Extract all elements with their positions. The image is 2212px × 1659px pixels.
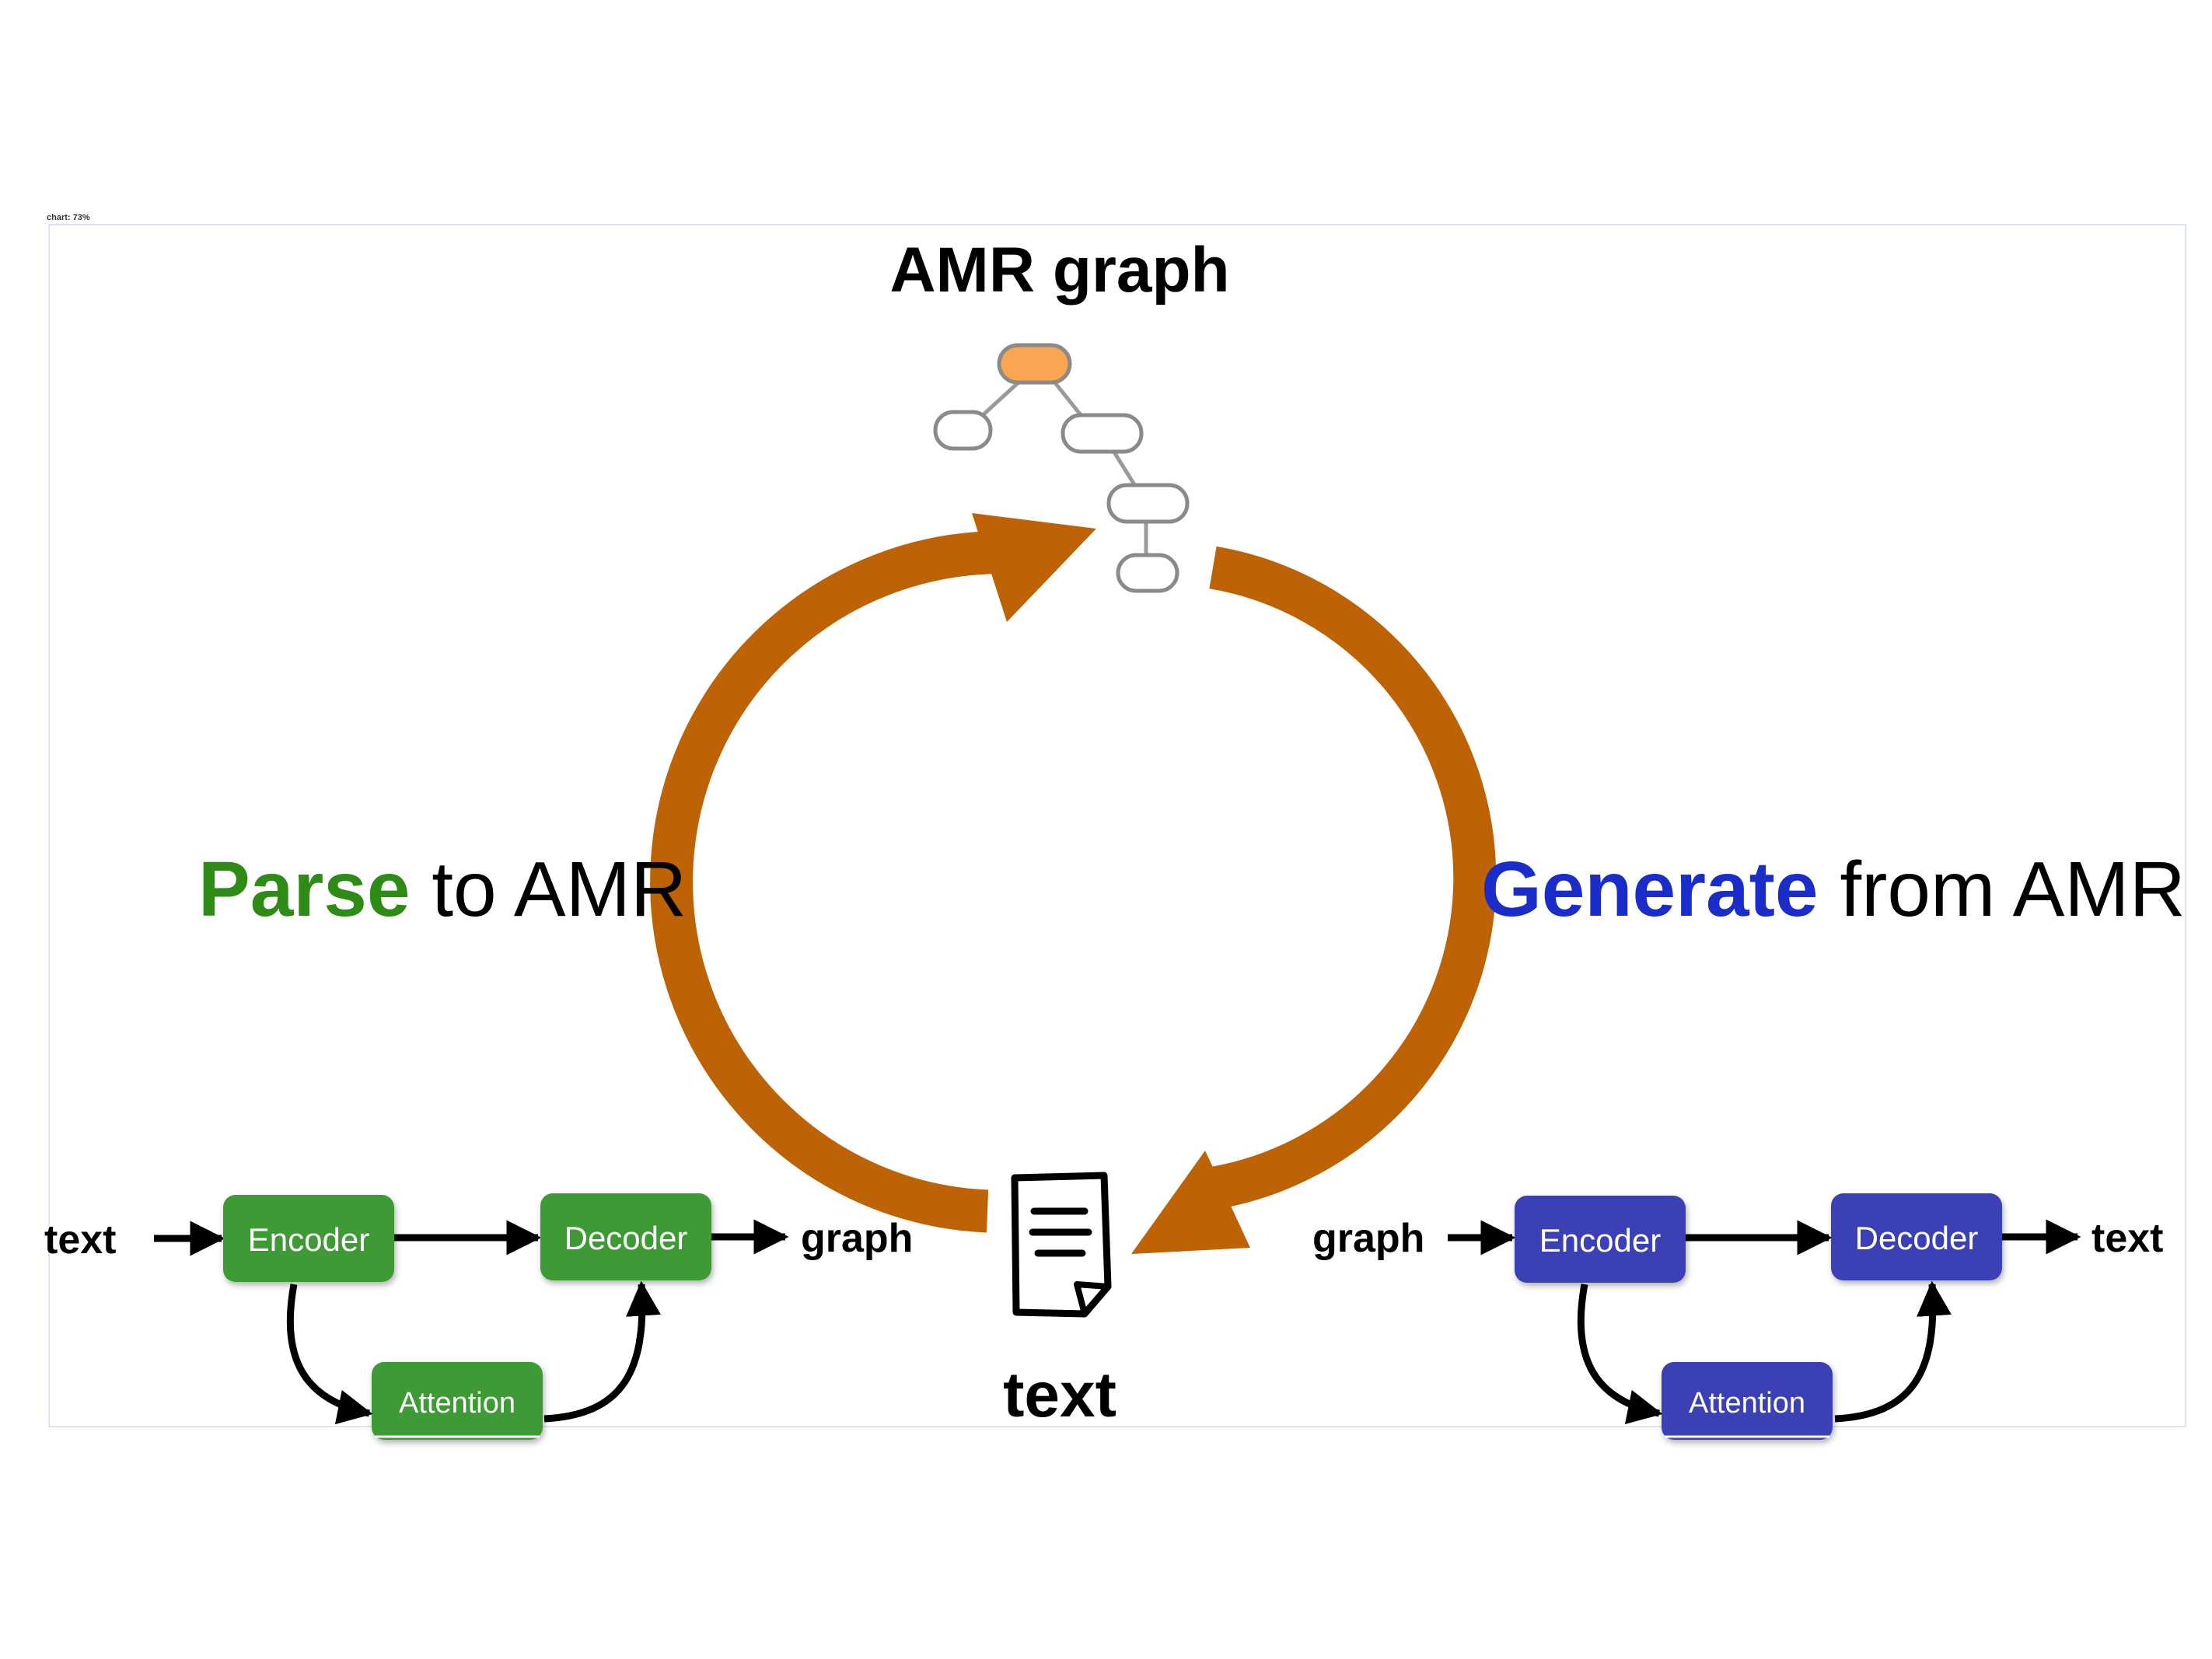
generate-enc-attn-arrow — [1577, 1284, 1663, 1424]
parse-enc-attn-arrow — [286, 1284, 373, 1425]
parse-title-rest: to AMR — [410, 846, 687, 933]
parse-output-label: graph — [801, 1216, 913, 1261]
amr-tree — [933, 343, 1190, 593]
parse-encoder-label: Encoder — [248, 1221, 369, 1258]
parse-title: Parse to AMR — [198, 846, 687, 933]
parse-cycle-arrow — [650, 531, 1016, 1233]
generate-cycle-arrow — [1202, 546, 1497, 1211]
parse-title-highlight: Parse — [198, 846, 410, 933]
amr-node — [933, 410, 993, 451]
tree-edge — [1111, 449, 1137, 487]
diagram-frame — [48, 224, 2186, 1427]
parse-attention-box — [372, 1362, 543, 1440]
parse-seq2seq: text Encoder Decoder graph Attention — [44, 1193, 913, 1440]
parse-input-label: text — [44, 1217, 116, 1263]
center-text-label: text — [1003, 1360, 1116, 1430]
document-icon-outline — [1011, 1172, 1112, 1318]
generate-attention-label: Attention — [1689, 1387, 1805, 1420]
parse-decoder-box — [540, 1193, 711, 1280]
generate-cycle-arrowhead — [1131, 1151, 1250, 1254]
generate-encoder-box — [1515, 1196, 1686, 1283]
cycle-arrows — [650, 513, 1497, 1254]
generate-attn-dec-arrow — [1834, 1280, 1952, 1423]
amr-root-node — [997, 343, 1072, 385]
generate-title: Generate from AMR — [1481, 846, 2186, 933]
generate-encoder-label: Encoder — [1539, 1222, 1661, 1259]
document-icon — [1011, 1172, 1112, 1318]
document-icon-fold — [1074, 1281, 1109, 1315]
parse-cycle-arrowhead — [972, 513, 1096, 622]
parse-attn-dec-arrow — [543, 1280, 661, 1423]
generate-title-rest: from AMR — [1819, 846, 2186, 933]
parse-attention-label: Attention — [399, 1387, 515, 1420]
generate-decoder-label: Decoder — [1855, 1220, 1979, 1256]
generate-attention-box — [1662, 1362, 1833, 1440]
amr-node — [1106, 483, 1190, 524]
debug-tag: chart: 73% — [47, 213, 90, 222]
amr-node — [1116, 553, 1179, 593]
amr-node — [1061, 413, 1144, 454]
generate-title-highlight: Generate — [1481, 846, 1819, 933]
generate-decoder-box — [1831, 1193, 2002, 1280]
generate-input-label: graph — [1312, 1216, 1424, 1261]
parse-decoder-label: Decoder — [564, 1220, 688, 1256]
generate-seq2seq: graph Encoder Decoder text Attention — [1312, 1193, 2163, 1440]
amr-graph-title: AMR graph — [889, 235, 1229, 306]
generate-output-label: text — [2091, 1216, 2163, 1261]
parse-encoder-box — [223, 1195, 394, 1282]
